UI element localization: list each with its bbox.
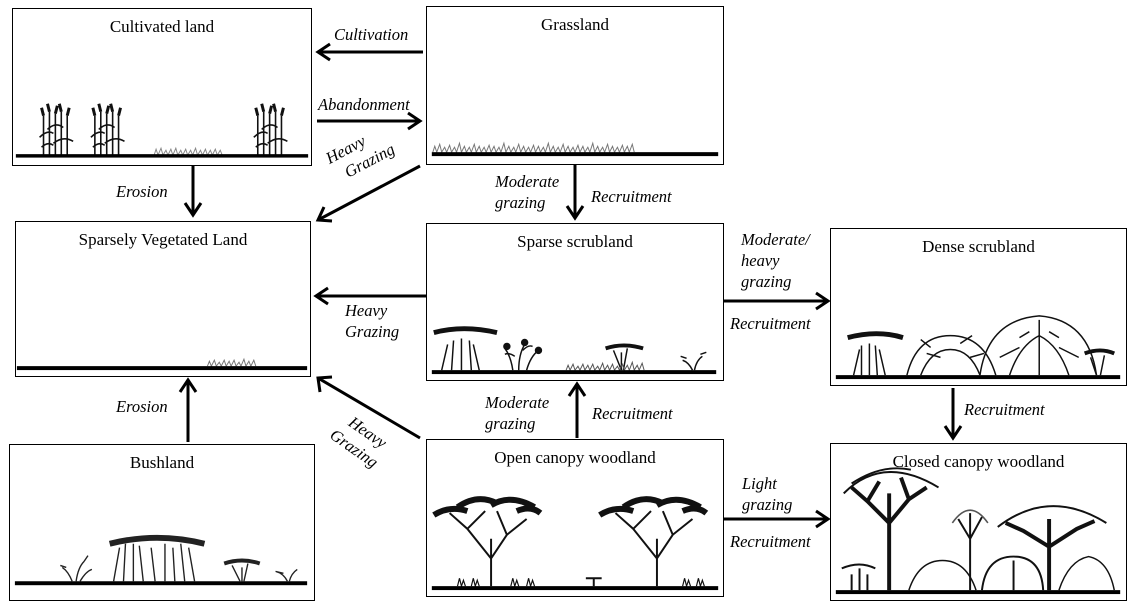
grass-tuft-icon [456,578,705,589]
bare-ground-illustration [16,357,308,371]
state-title: Open canopy woodland [494,448,656,467]
state-sparse-scrubland: Sparse scrubland [426,223,724,381]
spreading-tree-icon [997,505,1107,591]
slender-tree-icon [951,509,989,591]
label-line: heavy [741,251,780,270]
arrow-cultivation [315,42,423,62]
label-abandonment: Abandonment [318,95,410,114]
acacia-tree-icon [223,558,261,582]
label-heavy-grazing-middle: Heavy Grazing [345,300,399,342]
grass-icon [432,141,635,154]
shrub-icon [680,351,707,371]
label-moderate-grazing-bottom: Moderate grazing [485,392,549,434]
grass-icon [565,360,645,372]
label-line: Heavy [345,301,388,320]
state-closed-canopy-woodland: Closed canopy woodland [830,443,1127,601]
shrub-icon [503,338,543,371]
maize-crop-icon [253,103,288,156]
label-cultivation: Cultivation [334,25,409,44]
thicket-icon [906,334,997,376]
state-dense-scrubland: Dense scrubland [830,228,1127,386]
label-line: Moderate [485,393,550,412]
dense-bush-icon [980,555,1045,591]
state-grassland: Grassland [426,6,724,165]
label-line: Moderate/ [741,230,810,249]
closed-woodland-illustration [835,467,1121,595]
label-heavy-grazing-diagonal-bottom: Heavy Grazing [326,407,394,472]
seedling-icon [585,577,602,587]
maize-crop-icon [90,103,125,156]
state-title: Sparse scrubland [517,232,633,251]
label-line: Moderate [495,172,560,191]
shrub-icon [841,563,876,591]
acacia-tree-icon [433,326,498,371]
label-erosion-top: Erosion [116,182,168,201]
acacia-stand-icon [108,534,206,582]
crop-illustration [15,103,309,158]
thicket-icon [908,559,977,591]
dense-bush-icon [979,315,1098,376]
label-moderate-grazing-top: Moderate grazing [495,171,559,213]
maize-crop-icon [39,103,74,156]
label-recruitment-dense-to-closed: Recruitment [964,400,1045,419]
grass-icon [206,357,257,368]
arrow-moderate-grazing-to-sparse-scrubland [565,165,585,221]
umbrella-tree-icon [598,496,709,587]
state-title: Bushland [129,453,195,472]
umbrella-tree-icon [432,496,543,587]
bushland-illustration [14,534,308,586]
arrow-to-dense-scrubland [724,291,831,311]
acacia-tree-icon [847,331,904,376]
arrow-moderate-grazing-from-open-canopy [567,381,587,438]
state-cultivated-land: Cultivated land [12,8,312,166]
label-recruitment-to-dense: Recruitment [730,314,811,333]
shrub-icon [60,555,93,582]
state-sparsely-vegetated-land: Sparsely Vegetated Land [15,221,311,377]
acacia-tree-icon [1083,348,1116,376]
label-line: grazing [495,193,546,212]
large-tree-icon [843,467,940,591]
state-bushland: Bushland [9,444,315,601]
open-woodland-illustration [431,496,719,591]
arrow-heavy-grazing-from-grassland [315,164,421,223]
label-light-grazing: Light grazing [742,473,792,515]
label-recruitment-bottom: Recruitment [592,404,673,423]
grass-illustration [431,141,719,157]
label-line: Grazing [345,322,400,341]
label-recruitment-top: Recruitment [591,187,672,206]
label-heavy-grazing-diagonal-top: Heavy Grazing [322,120,398,187]
label-line: grazing [741,272,792,291]
state-title: Dense scrubland [922,237,1035,256]
label-line: grazing [742,495,793,514]
thicket-icon [1058,555,1115,591]
label-line: grazing [485,414,536,433]
shrub-icon [275,568,298,582]
dense-scrub-illustration [835,315,1121,380]
grass-icon [153,146,223,157]
scrub-illustration [431,326,717,375]
state-title: Closed canopy woodland [892,452,1065,471]
label-erosion-bottom: Erosion [116,397,168,416]
arrow-erosion-from-cultivated [183,166,203,218]
label-line: Light [742,474,777,493]
state-title: Sparsely Vegetated Land [78,230,248,249]
arrow-recruitment-to-closed-canopy [943,388,963,441]
state-title: Grassland [541,15,609,34]
state-title: Cultivated land [109,17,215,36]
arrow-erosion-from-bushland [178,377,198,442]
state-open-canopy-woodland: Open canopy woodland [426,439,724,597]
label-recruitment-to-closed: Recruitment [730,532,811,551]
label-moderate-heavy-grazing: Moderate/ heavy grazing [741,229,810,292]
